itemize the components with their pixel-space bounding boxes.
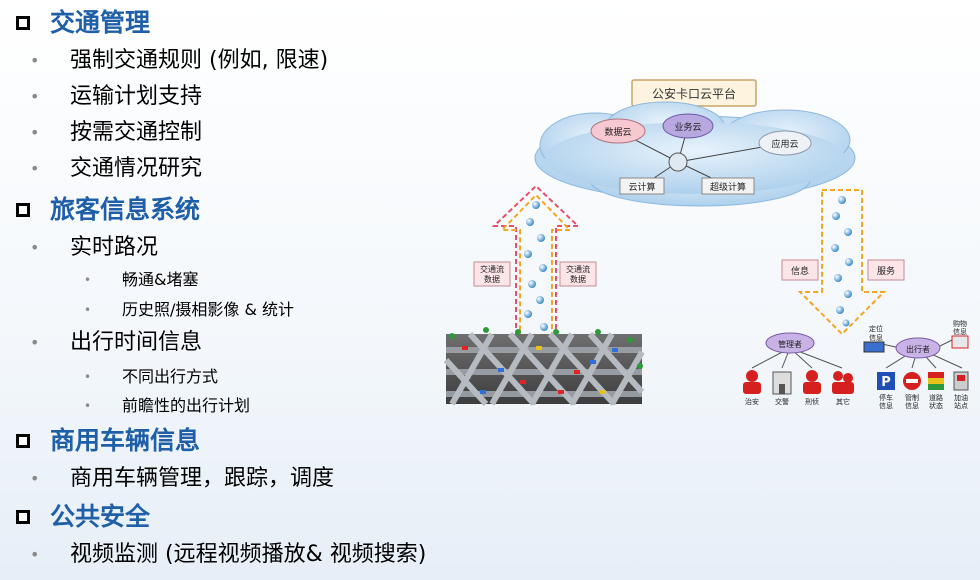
- service-label: 服务: [867, 259, 905, 281]
- parking-icon: P: [877, 372, 895, 390]
- road-grid: [443, 327, 645, 407]
- svg-text:出行者: 出行者: [906, 344, 930, 354]
- manager-node: 管理者: [765, 332, 815, 354]
- outline-text: 不同出行方式: [122, 367, 219, 386]
- svg-text:交通流: 交通流: [480, 264, 504, 274]
- traffic-data-label-left: 交通流 数据: [473, 261, 511, 287]
- svg-text:数据云: 数据云: [604, 126, 631, 138]
- square-bullet-icon: [16, 16, 30, 30]
- up-arrow: [491, 184, 581, 346]
- traffic-data-label-right: 交通流 数据: [559, 261, 597, 287]
- location-info: 定位 信息: [863, 324, 885, 353]
- cloud-node-supercomputing: 超级计算: [701, 177, 755, 195]
- square-bullet-icon: [16, 510, 30, 524]
- bullet-dot-icon: •: [30, 123, 40, 142]
- bullet-dot-icon: •: [84, 399, 92, 413]
- outline-text: 视频监测 (远程视频播放& 视频搜索): [70, 542, 427, 567]
- police-person-icon: [743, 370, 761, 394]
- bullet-dot-icon: •: [30, 159, 40, 178]
- svg-text:信息: 信息: [905, 401, 919, 410]
- svg-text:信息: 信息: [791, 265, 809, 277]
- svg-text:数据: 数据: [570, 274, 586, 284]
- platform-title-box: 公安卡口云平台: [631, 79, 757, 107]
- svg-text:服务: 服务: [877, 265, 895, 277]
- svg-text:购物: 购物: [953, 319, 967, 328]
- svg-text:状态: 状态: [929, 401, 943, 410]
- svg-text:云计算: 云计算: [628, 181, 655, 193]
- info-label: 信息: [781, 259, 819, 281]
- cloud-node-business: 业务云: [662, 113, 714, 139]
- outline-text: 按需交通控制: [70, 120, 203, 145]
- cloud-node-application: 应用云: [758, 130, 812, 156]
- svg-text:管理者: 管理者: [778, 339, 802, 349]
- no-entry-icon: [903, 372, 921, 390]
- road-trees: [449, 327, 643, 369]
- traffic-police-icon: [772, 371, 792, 395]
- svg-text:信息: 信息: [869, 333, 883, 342]
- svg-text:管制: 管制: [905, 393, 919, 402]
- bullet-dot-icon: •: [30, 333, 40, 352]
- svg-text:其它: 其它: [836, 397, 850, 406]
- platform-title: 公安卡口云平台: [652, 86, 736, 101]
- bullet-dot-icon: •: [30, 87, 40, 106]
- bullet-dot-icon: •: [30, 51, 40, 70]
- outline-text: 实时路况: [70, 235, 159, 260]
- outline-text: 旅客信息系统: [50, 195, 201, 224]
- svg-text:数据: 数据: [484, 274, 500, 284]
- gas-station-icon: [953, 371, 969, 391]
- bullet-dot-icon: •: [84, 273, 92, 287]
- outline-text: 历史照/摄相影像 & 统计: [122, 300, 295, 319]
- svg-text:停车: 停车: [879, 393, 893, 402]
- bullet-dot-icon: •: [30, 469, 40, 488]
- purchase-info: 购物 信息: [951, 319, 969, 349]
- manager-role-icons: [743, 370, 854, 395]
- detective-person-icon: [803, 370, 821, 394]
- svg-text:定位: 定位: [869, 324, 883, 333]
- svg-text:超级计算: 超级计算: [710, 181, 746, 193]
- outline-text: 前瞻性的出行计划: [122, 396, 251, 415]
- svg-text:P: P: [881, 375, 891, 390]
- svg-text:交通流: 交通流: [566, 264, 590, 274]
- manager-role-labels: 治安 交警 刑侦 其它: [745, 397, 850, 406]
- bullet-dot-icon: •: [84, 370, 92, 384]
- down-arrow: [797, 189, 887, 336]
- svg-text:道路: 道路: [929, 393, 943, 402]
- outline-text: 运输计划支持: [70, 84, 203, 109]
- outline-text: 公共安全: [50, 502, 151, 531]
- traveler-node: 出行者: [895, 337, 941, 359]
- outline-text: 出行时间信息: [70, 330, 203, 355]
- outline-text: 畅通&堵塞: [122, 270, 199, 289]
- square-bullet-icon: [16, 434, 30, 448]
- traveler-service-icons: P: [877, 371, 969, 391]
- outline-text: 商用车辆管理，跟踪，调度: [70, 466, 335, 491]
- svg-text:加油: 加油: [954, 393, 968, 402]
- bullet-dot-icon: •: [30, 238, 40, 257]
- svg-text:交警: 交警: [775, 397, 789, 406]
- cloud-hub: [668, 152, 688, 172]
- svg-text:业务云: 业务云: [674, 121, 701, 133]
- up-arrow-bubbles: [524, 201, 548, 342]
- svg-text:应用云: 应用云: [771, 138, 798, 150]
- road-status-icon: [928, 372, 944, 390]
- svg-text:刑侦: 刑侦: [805, 397, 819, 406]
- svg-text:站点: 站点: [954, 401, 968, 410]
- square-bullet-icon: [16, 203, 30, 217]
- bullet-dot-icon: •: [30, 545, 40, 564]
- bullet-dot-icon: •: [84, 303, 92, 317]
- cloud-node-data: 数据云: [590, 118, 646, 144]
- svg-text:治安: 治安: [745, 397, 759, 406]
- svg-text:信息: 信息: [953, 327, 967, 336]
- outline-text: 商用车辆信息: [50, 426, 201, 455]
- cloud-node-computing: 云计算: [619, 177, 665, 195]
- outline-text: 交通情况研究: [70, 156, 203, 181]
- outline-text: 强制交通规则 (例如, 限速): [70, 48, 329, 73]
- other-people-icon: [832, 371, 854, 394]
- outline-text: 交通管理: [50, 8, 151, 37]
- road-cars: [462, 346, 618, 394]
- down-arrow-bubbles: [831, 196, 853, 327]
- svg-text:信息: 信息: [879, 401, 893, 410]
